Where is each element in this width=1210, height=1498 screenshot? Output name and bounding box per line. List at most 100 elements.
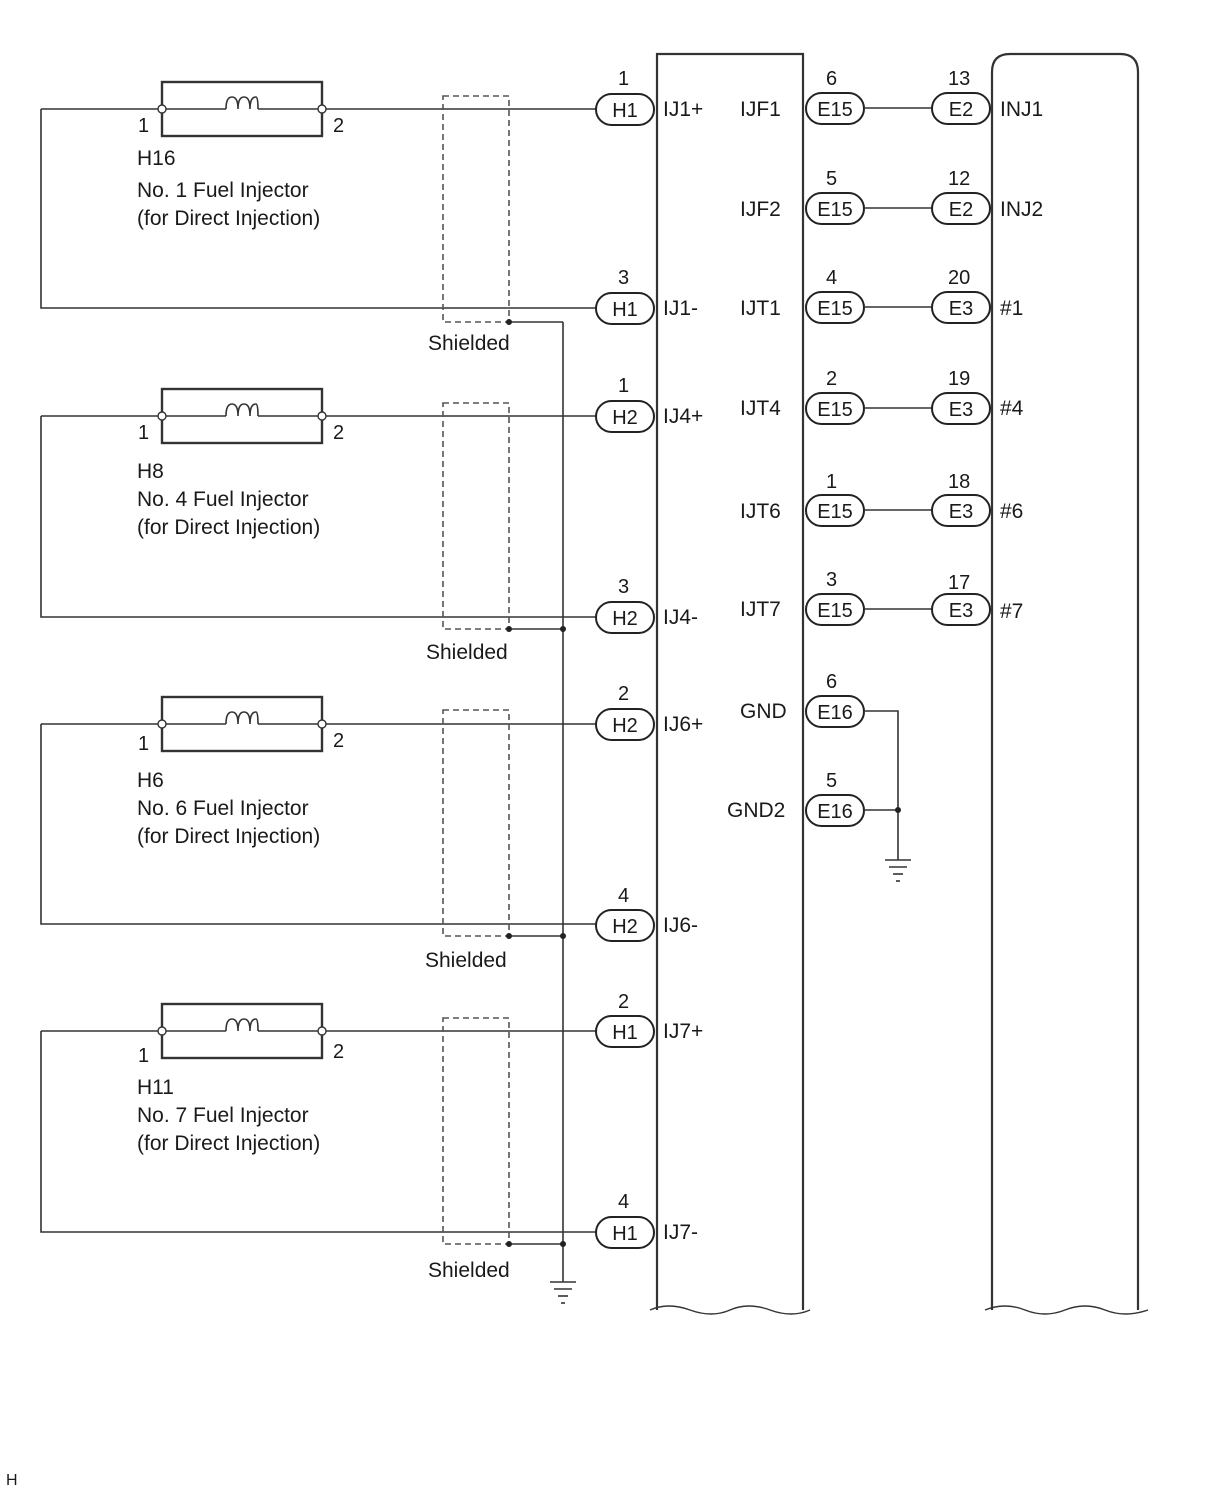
driver-output-row: IJF2 5 E15 12 E2 INJ2	[740, 168, 1043, 225]
ecm-signal-label: #7	[1000, 600, 1023, 623]
footer-mark: H	[6, 1472, 18, 1489]
svg-text:E15: E15	[817, 199, 853, 221]
injector-code: H16	[137, 147, 176, 170]
connector-h1	[595, 1015, 655, 1048]
svg-text:E2: E2	[949, 99, 973, 121]
connector-h1	[595, 93, 655, 126]
signal-label: IJ6-	[663, 914, 698, 937]
signal-label: IJ7-	[663, 1221, 698, 1244]
connector-pin: 2	[618, 991, 629, 1013]
connector-e3	[931, 494, 991, 527]
connector-h2	[595, 708, 655, 741]
svg-text:E15: E15	[817, 501, 853, 523]
ground-icon	[885, 859, 911, 882]
driver-output-row: IJT1 4 E15 20 E3 #1	[740, 267, 1023, 324]
shield-box	[442, 1017, 510, 1245]
injector-note: (for Direct Injection)	[137, 207, 320, 230]
connector-pin: 3	[826, 569, 837, 591]
ground-row-gnd: GND 6 E16	[740, 671, 865, 728]
connector-pin: 3	[618, 576, 629, 598]
connector-pin: 6	[826, 68, 837, 90]
ecm-signal-label: INJ2	[1000, 198, 1043, 221]
connector-e2	[931, 192, 991, 225]
connector-pin: 1	[826, 471, 837, 493]
svg-text:E15: E15	[817, 298, 853, 320]
connector-pin: 4	[618, 1191, 629, 1213]
connector-h2	[595, 909, 655, 942]
pin-left: 1	[138, 422, 149, 444]
driver-output-row: IJT7 3 E15 17 E3 #7	[740, 569, 1023, 626]
connector-h1	[595, 292, 655, 325]
svg-text:E15: E15	[817, 99, 853, 121]
injector-h11: 1 2 H11 No. 7 Fuel Injector (for Direct …	[40, 991, 703, 1282]
driver-output-row: IJT4 2 E15 19 E3 #4	[740, 368, 1024, 425]
signal-label: IJF1	[740, 98, 781, 121]
svg-text:H2: H2	[612, 407, 638, 429]
connector-pin: 2	[826, 368, 837, 390]
svg-text:H2: H2	[612, 916, 638, 938]
injector-note: (for Direct Injection)	[137, 825, 320, 848]
connector-pin: 20	[948, 267, 970, 289]
injector-code: H6	[137, 769, 164, 792]
ecm-signal-label: INJ1	[1000, 98, 1043, 121]
injector-note: (for Direct Injection)	[137, 516, 320, 539]
connector-pin: 1	[618, 68, 629, 90]
driver-output-row: IJF1 6 E15 13 E2 INJ1	[740, 68, 1043, 125]
connector-h1	[595, 1216, 655, 1249]
pin-left: 1	[138, 115, 149, 137]
injector-h8: 1 2 H8 No. 4 Fuel Injector (for Direct I…	[40, 375, 703, 664]
shield-ground-bus	[550, 322, 576, 1304]
injector-name: No. 1 Fuel Injector	[137, 179, 309, 202]
connector-pin: 3	[618, 267, 629, 289]
signal-label: IJT1	[740, 297, 781, 320]
pin-left: 1	[138, 733, 149, 755]
connector-e3	[931, 291, 991, 324]
shield-box	[442, 402, 510, 630]
svg-text:E16: E16	[817, 801, 853, 823]
connector-pin: 13	[948, 68, 970, 90]
ground-row-gnd2: GND2 5 E16	[727, 770, 865, 827]
ecu-ground	[864, 710, 911, 882]
connector-pin: 5	[826, 168, 837, 190]
connector-e3	[931, 593, 991, 626]
shield-label: Shielded	[428, 332, 510, 355]
svg-text:E15: E15	[817, 399, 853, 421]
connector-pin: 2	[618, 683, 629, 705]
connector-h2	[595, 601, 655, 634]
pin-left: 1	[138, 1045, 149, 1067]
signal-label: IJT7	[740, 598, 781, 621]
shield-box	[442, 709, 510, 937]
svg-text:H1: H1	[612, 1022, 638, 1044]
connector-pin: 4	[826, 267, 837, 289]
pin-right: 2	[333, 422, 344, 444]
signal-label: IJT6	[740, 500, 781, 523]
injector-name: No. 6 Fuel Injector	[137, 797, 309, 820]
injector-note: (for Direct Injection)	[137, 1132, 320, 1155]
shield-label: Shielded	[428, 1259, 510, 1282]
svg-text:E3: E3	[949, 501, 973, 523]
signal-label: IJ4+	[663, 405, 703, 428]
connector-pin: 5	[826, 770, 837, 792]
signal-label: IJ4-	[663, 606, 698, 629]
connector-pin: 18	[948, 471, 970, 493]
connector-pin: 4	[618, 885, 629, 907]
shield-box	[442, 95, 510, 323]
injector-driver-box	[649, 52, 811, 1315]
connector-h2	[595, 400, 655, 433]
svg-text:E15: E15	[817, 600, 853, 622]
injector-h16: 1 2 H16 No. 1 Fuel Injector (for Direct …	[40, 68, 703, 355]
injector-name: No. 7 Fuel Injector	[137, 1104, 309, 1127]
connector-e2	[931, 92, 991, 125]
shield-label: Shielded	[425, 949, 507, 972]
connector-pin: 6	[826, 671, 837, 693]
signal-label: IJF2	[740, 198, 781, 221]
ecm-signal-label: #1	[1000, 297, 1023, 320]
injector-code: H11	[137, 1076, 174, 1099]
svg-text:H1: H1	[612, 1223, 638, 1245]
pin-right: 2	[333, 115, 344, 137]
coil-icon	[225, 711, 259, 725]
pin-right: 2	[333, 1041, 344, 1063]
injector-name: No. 4 Fuel Injector	[137, 488, 309, 511]
svg-text:H2: H2	[612, 715, 638, 737]
